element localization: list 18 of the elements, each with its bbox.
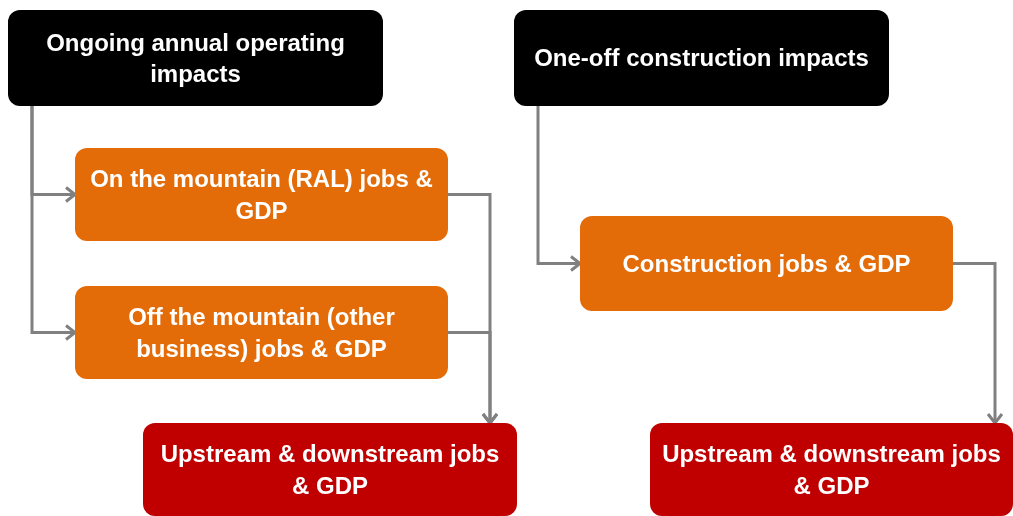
box-label: Off the mountain (other business) jobs & GDP xyxy=(127,302,396,364)
box-label: Construction jobs & GDP xyxy=(622,248,911,279)
process-box xyxy=(75,148,448,241)
connector-arrow xyxy=(30,106,77,341)
heading-box xyxy=(8,10,383,106)
process-box xyxy=(75,286,448,379)
box-label: Upstream & downstream jobs & GDP xyxy=(159,439,501,501)
process-box xyxy=(650,423,1013,516)
box-label: One-off construction impacts xyxy=(534,43,869,74)
connector-arrow xyxy=(536,106,582,272)
process-box xyxy=(580,216,953,311)
process-box xyxy=(143,423,517,516)
connector-arrow xyxy=(953,262,1004,425)
heading-box xyxy=(514,10,889,106)
connector-arrow xyxy=(448,331,499,425)
box-label: On the mountain (RAL) jobs & GDP xyxy=(89,164,434,226)
box-label: Ongoing annual operating impacts xyxy=(45,27,346,89)
box-label: Upstream & downstream jobs & GDP xyxy=(661,439,1002,501)
